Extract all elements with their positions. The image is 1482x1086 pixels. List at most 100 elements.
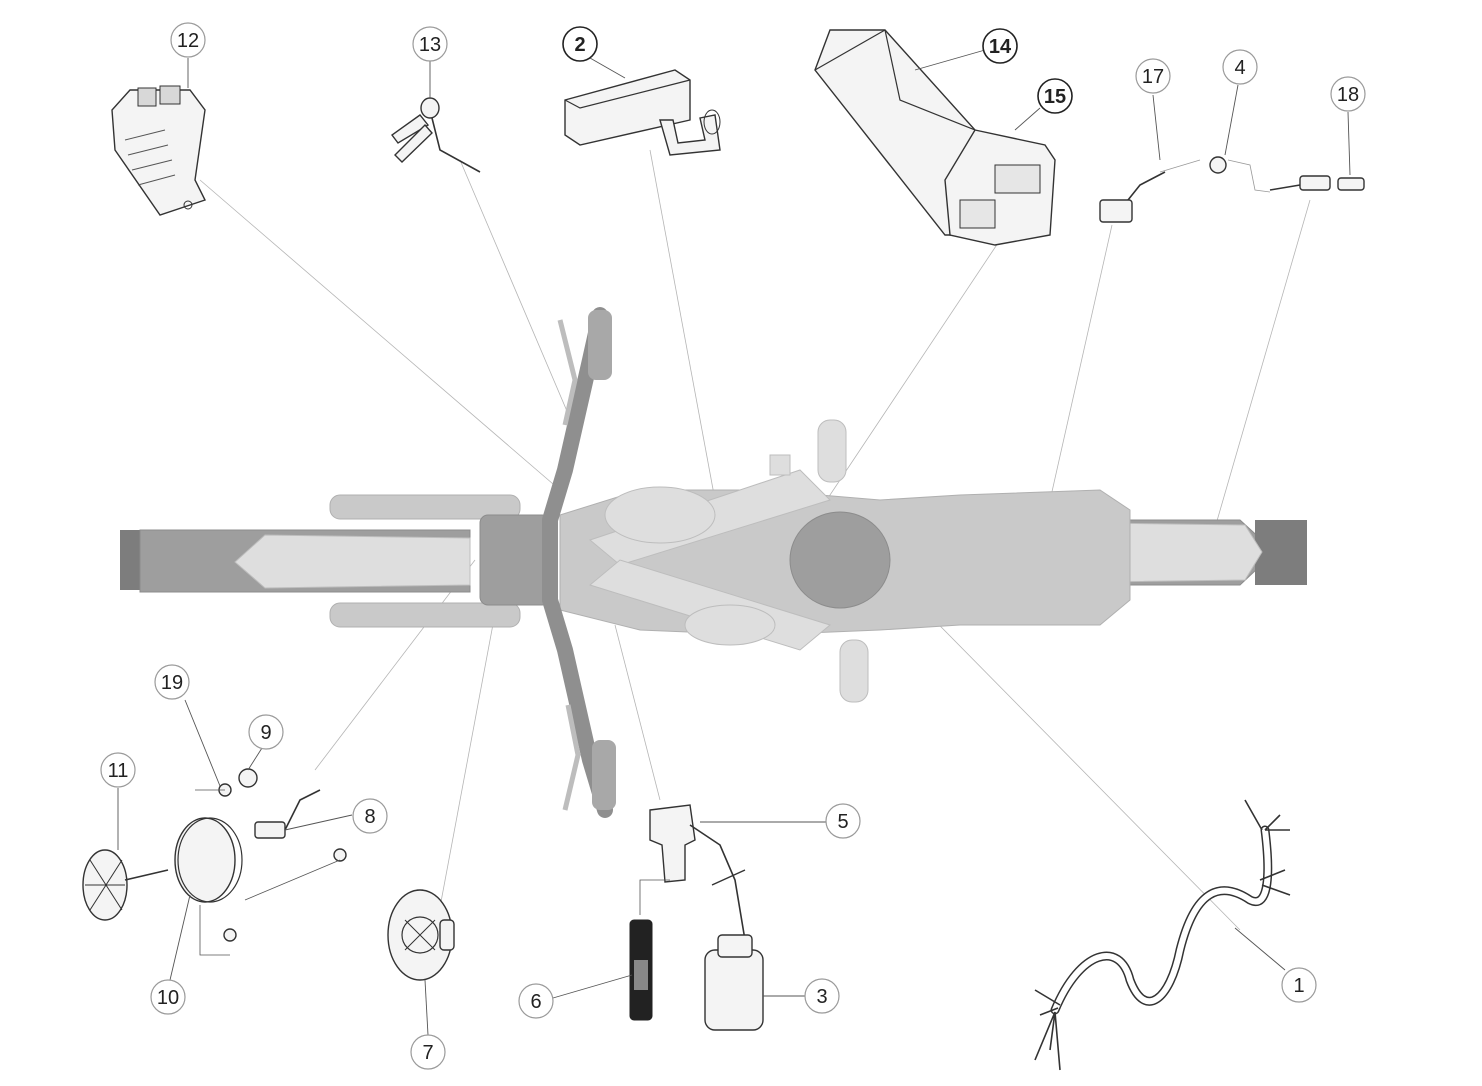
- leader-13: [459, 159, 576, 431]
- wire-break-mark: [711, 869, 746, 886]
- part-17-4-18-connectors: [1099, 156, 1365, 223]
- switch-ribs: [124, 129, 176, 186]
- callout-circle: [1037, 78, 1073, 114]
- regulator-edge: [564, 79, 691, 109]
- callout-19: 19: [154, 664, 190, 700]
- battery-side-panel: [959, 199, 996, 229]
- brake-lever: [562, 704, 581, 811]
- callout-circle: [154, 664, 190, 700]
- leader-4-dark: [1224, 84, 1239, 156]
- callout-circle: [1222, 49, 1258, 85]
- callout-number: 15: [1044, 86, 1066, 108]
- headlight-housing-10: [174, 817, 236, 903]
- footpeg-left: [817, 419, 847, 483]
- callout-6: 6: [518, 983, 554, 1019]
- callout-number: 10: [157, 987, 179, 1009]
- callout-circle: [804, 978, 840, 1014]
- horn-grille-marks: [404, 919, 436, 951]
- front-fender: [234, 534, 471, 589]
- leader-17-dark: [1152, 94, 1161, 161]
- callout-2: 2: [562, 26, 598, 62]
- horn-grille: [401, 916, 439, 954]
- callout-1: 1: [1281, 967, 1317, 1003]
- callout-circle: [150, 979, 186, 1015]
- leader-5: [614, 624, 661, 801]
- switch-button-1: [137, 87, 157, 107]
- screw-19c: [223, 928, 237, 942]
- connector-dotted-path: [1159, 159, 1271, 193]
- leader-8-dark: [284, 814, 353, 831]
- clutch-lever: [557, 319, 578, 426]
- spring-9: [238, 768, 258, 788]
- headlight-rim: [177, 817, 243, 903]
- callout-number: 5: [837, 811, 848, 833]
- regulator-body: [564, 69, 691, 146]
- leader-1-dark: [1234, 927, 1286, 971]
- callout-circle: [982, 28, 1018, 64]
- callout-number: 12: [177, 30, 199, 52]
- clutch-switch-body: [420, 97, 440, 119]
- callout-circle: [1330, 76, 1366, 112]
- spark-plug-hex: [634, 960, 648, 990]
- callout-12: 12: [170, 22, 206, 58]
- harness-branches: [1034, 799, 1291, 1071]
- callout-18: 18: [1330, 76, 1366, 112]
- callout-circle: [410, 1034, 446, 1070]
- connector-8: [254, 821, 286, 839]
- air-box: [789, 511, 891, 609]
- callout-number: 9: [260, 722, 271, 744]
- leader-10-dark: [169, 894, 191, 981]
- motorcycle-top-view: [120, 307, 1307, 818]
- connector-wire-18: [1269, 184, 1301, 191]
- callout-circle: [825, 803, 861, 839]
- switch-screw-hole: [183, 200, 193, 210]
- clutch-switch-terminal-1: [391, 114, 430, 144]
- callout-circle: [100, 752, 136, 788]
- sensor-connector-17: [1099, 199, 1133, 223]
- handlebar: [542, 307, 613, 818]
- headstock: [479, 514, 551, 606]
- callout-11: 11: [100, 752, 136, 788]
- connector-plug-18b: [1337, 177, 1365, 191]
- ignition-wire: [689, 824, 746, 941]
- clutch-switch-terminal-2: [394, 123, 433, 163]
- callout-number: 4: [1234, 57, 1245, 79]
- callout-circle: [1281, 967, 1317, 1003]
- fork-tube-left: [329, 494, 521, 520]
- fork-tube-right: [329, 602, 521, 628]
- callout-8: 8: [352, 798, 388, 834]
- grip-right: [592, 740, 616, 810]
- part-12-switch-block: [111, 85, 206, 216]
- lens-grid: [85, 859, 125, 911]
- callout-14: 14: [982, 28, 1018, 64]
- switch-housing: [111, 89, 206, 216]
- part-14-15-battery-box: [814, 29, 1056, 246]
- grommet-4: [1209, 156, 1227, 174]
- switch-button-2: [159, 85, 181, 105]
- leader-6-dark: [552, 974, 633, 999]
- leader-8-9: [314, 559, 476, 771]
- callout-number: 14: [989, 36, 1012, 58]
- callout-circle: [412, 26, 448, 62]
- leader-18: [1209, 199, 1311, 546]
- callout-number: 19: [161, 672, 183, 694]
- horn-bracket: [439, 919, 455, 951]
- callout-13: 13: [412, 26, 448, 62]
- rear-tire-tread: [1255, 520, 1307, 585]
- part-13-clutch-switch: [391, 97, 481, 173]
- screw-leaders: [195, 789, 341, 956]
- leader-14-dark: [914, 49, 986, 71]
- callout-number: 13: [419, 34, 441, 56]
- callout-leaders: [117, 57, 1351, 1036]
- connector-8-wire: [284, 789, 321, 831]
- battery-box-edges: [814, 29, 976, 131]
- leader-2: [649, 149, 716, 501]
- part-11-headlight-assembly: [82, 768, 347, 956]
- part-2-regulator: [564, 69, 721, 156]
- callout-number: 7: [422, 1042, 433, 1064]
- callout-number: 11: [108, 760, 129, 782]
- regulator-bracket: [659, 114, 721, 156]
- part-1-wiring-harness: [1034, 799, 1291, 1071]
- callout-17: 17: [1135, 58, 1171, 94]
